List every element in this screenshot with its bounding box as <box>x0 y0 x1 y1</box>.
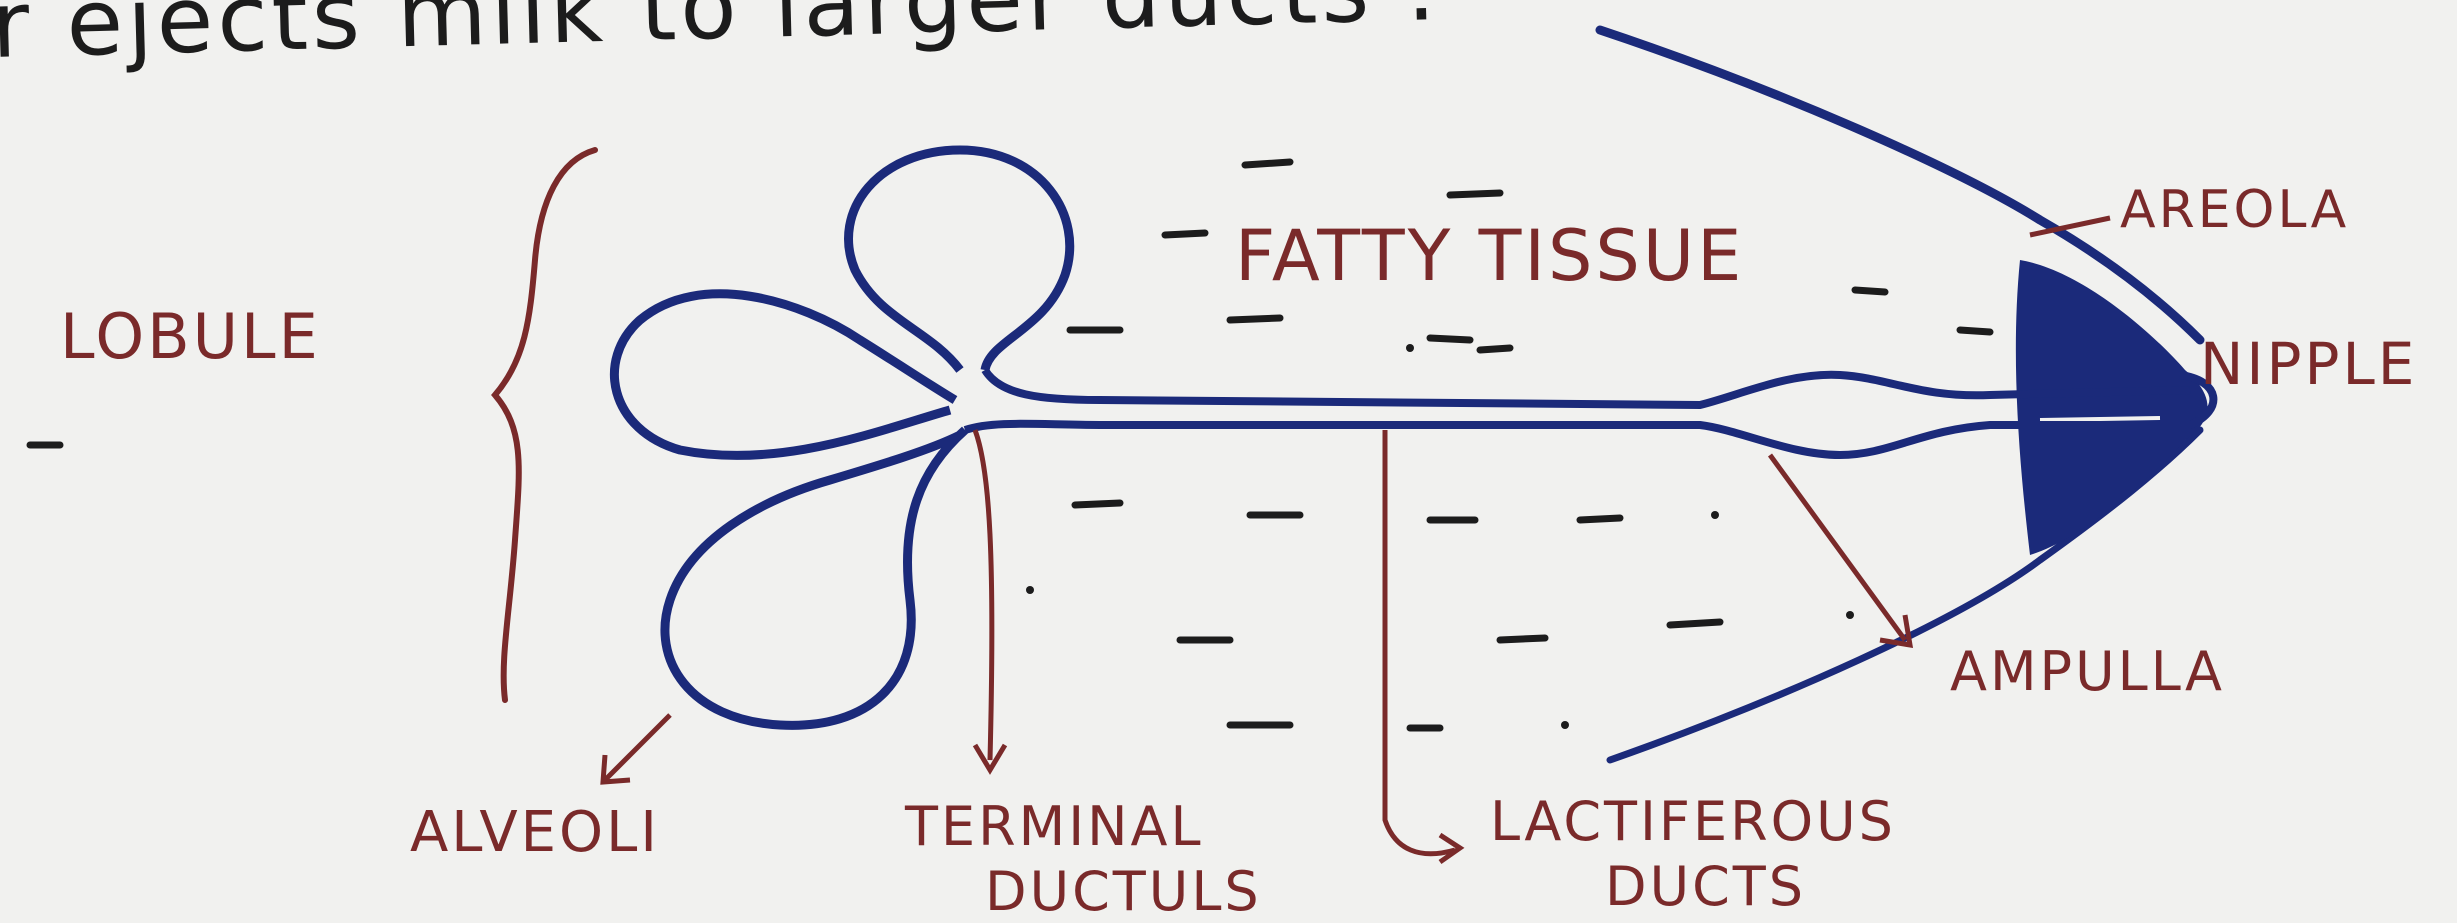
lactiferous-ducts-label-line1: LACTIFEROUS <box>1490 790 1896 853</box>
lactiferous-ducts-label-line2: DUCTS <box>1605 855 1806 918</box>
lactiferous-arrow <box>1385 430 1455 854</box>
ampulla-label: AMPULLA <box>1950 640 2225 703</box>
fatty-tissue-label: FATTY TISSUE <box>1235 215 1744 297</box>
terminal-ductules-label-line1: TERMINAL <box>905 795 1204 858</box>
lobule-bracket <box>495 150 595 700</box>
areola-highlight <box>2040 418 2160 420</box>
terminal-ductules-label-line2: DUCTULS <box>985 860 1262 923</box>
alveolus-lower <box>665 430 965 725</box>
terminal-ductule-arrow <box>975 430 992 760</box>
lobule-label: LOBULE <box>60 300 321 373</box>
ampulla-arrow <box>1770 455 1905 640</box>
nipple-label: NIPPLE <box>2200 330 2417 398</box>
alveoli-label: ALVEOLI <box>410 800 660 865</box>
lactiferous-duct-upper-wall <box>985 370 2190 405</box>
lactiferous-duct-lower-wall <box>965 424 2190 455</box>
alveoli-arrow <box>605 715 670 780</box>
areola-label: AREOLA <box>2120 180 2349 240</box>
lactiferous-arrowhead <box>1440 835 1460 862</box>
alveolus-upper <box>849 150 1070 370</box>
